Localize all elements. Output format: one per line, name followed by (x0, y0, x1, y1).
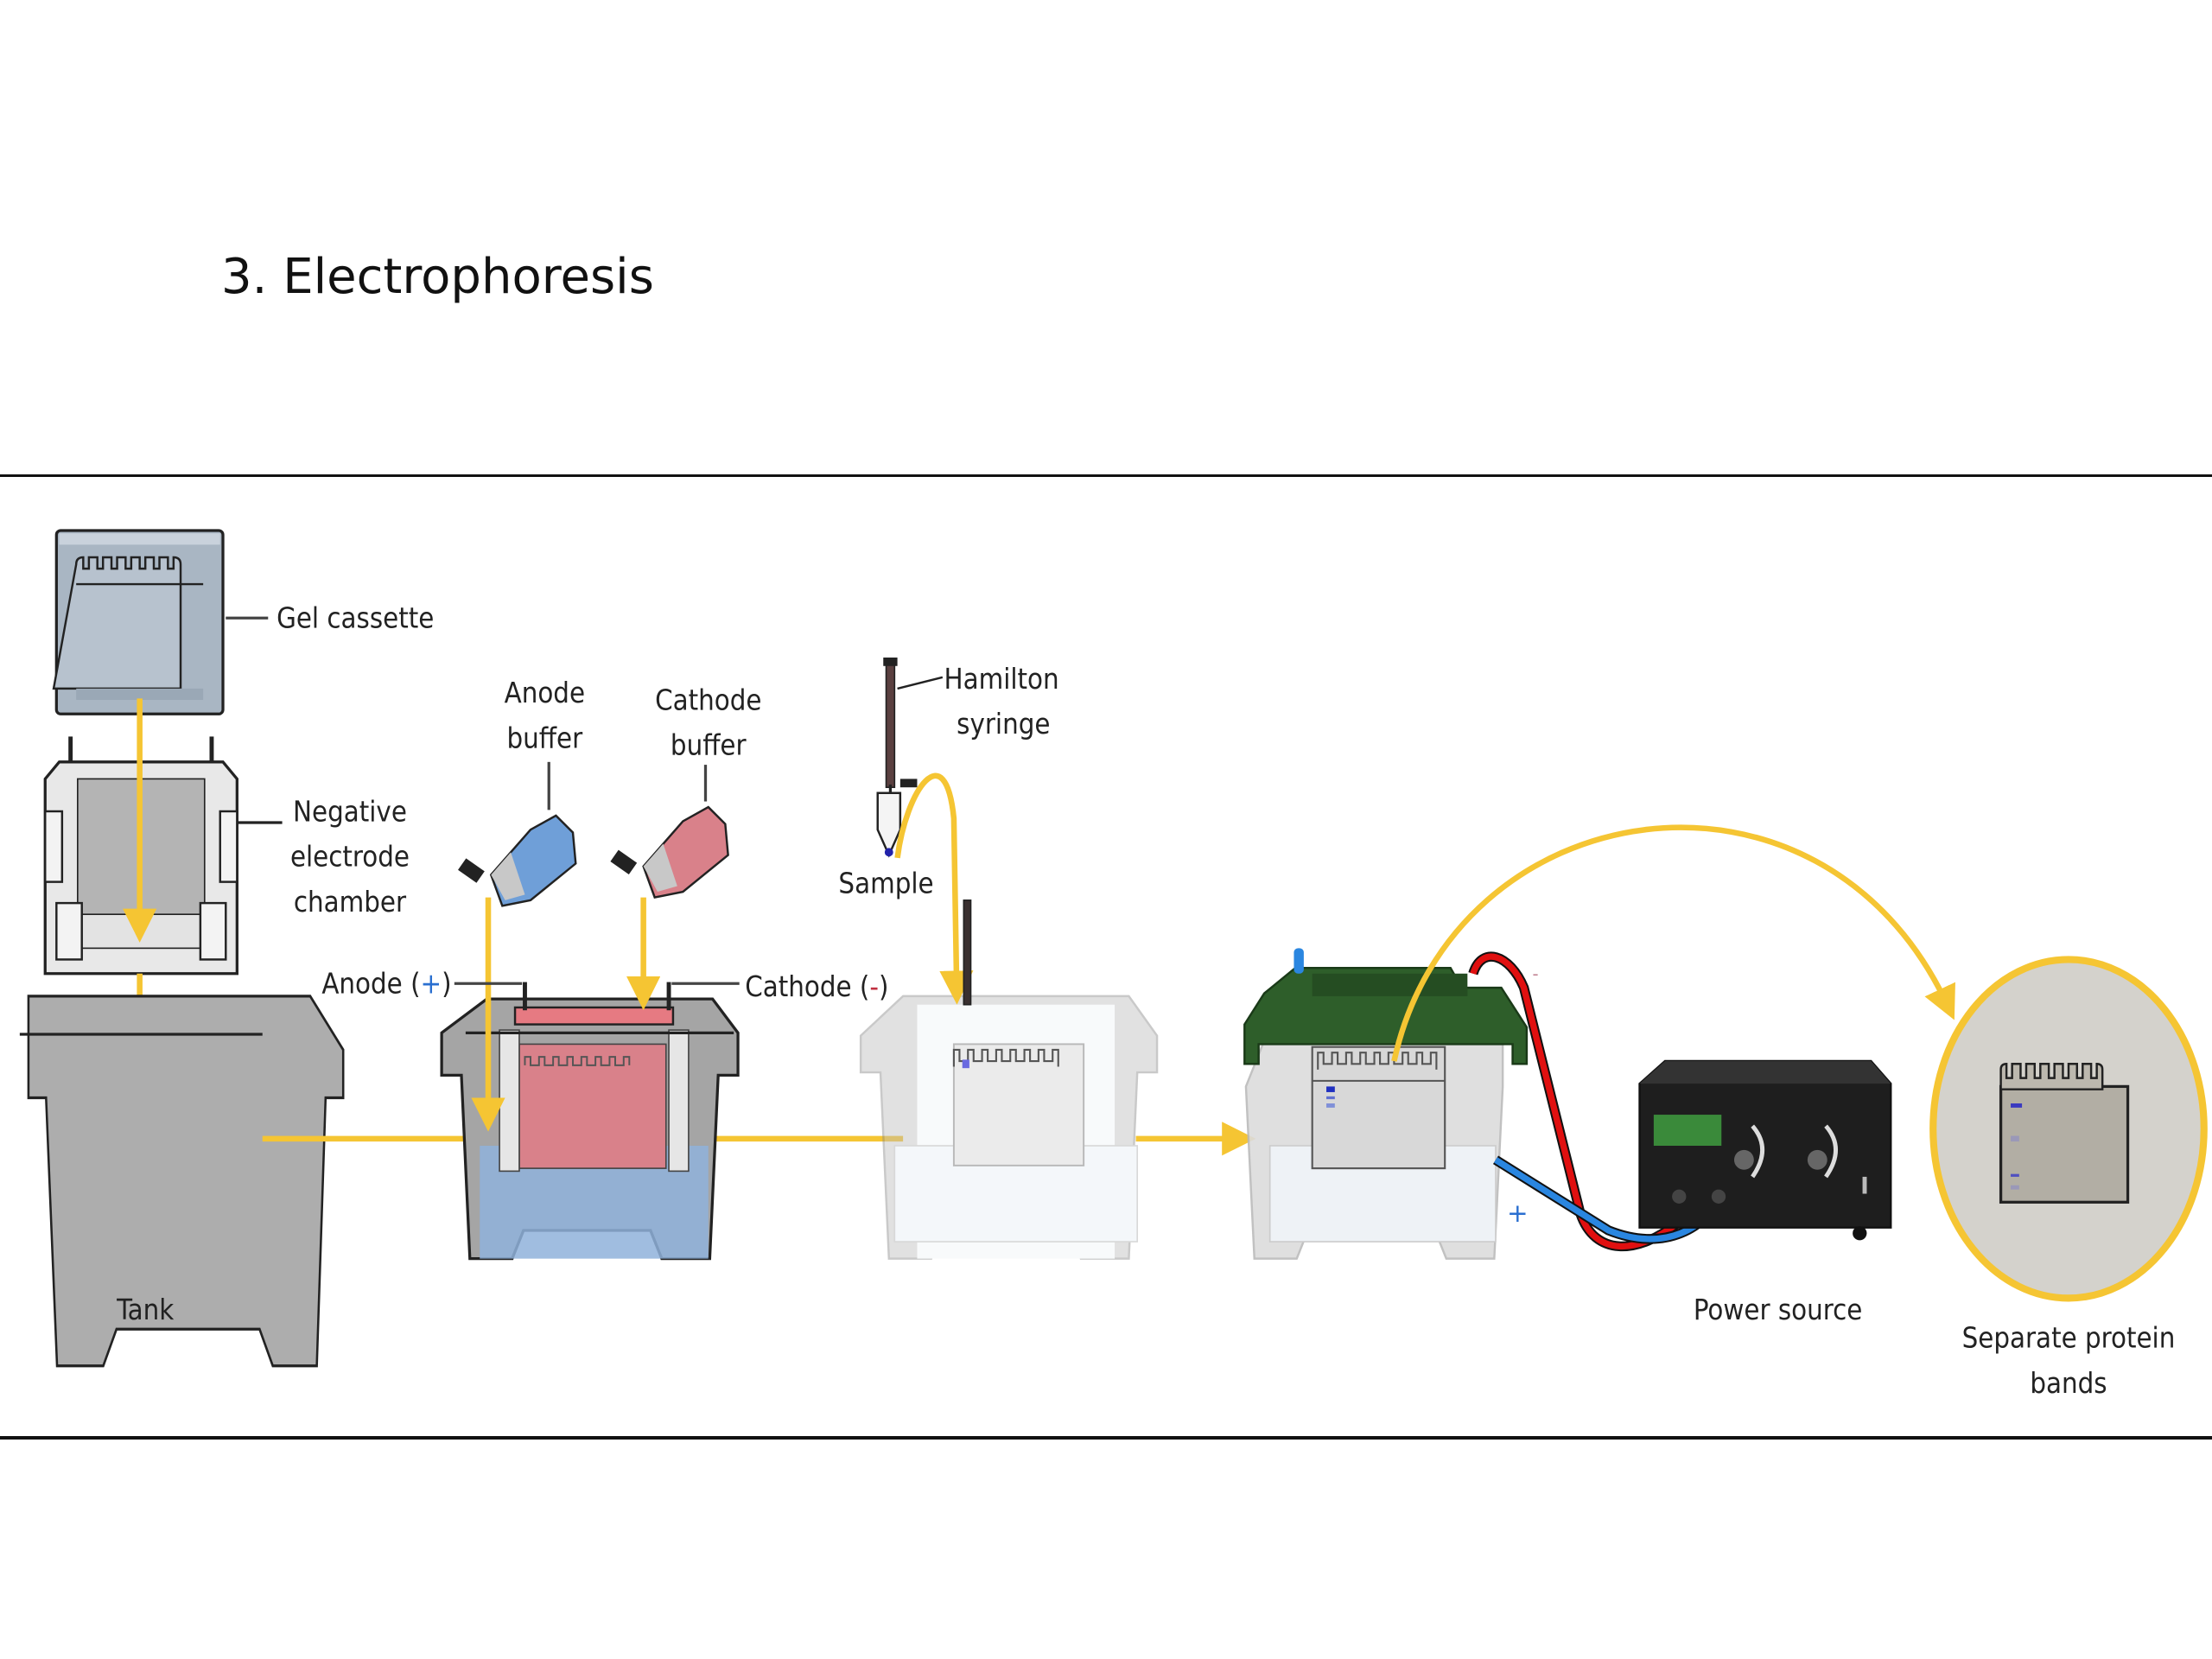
label-tank: Tank (116, 1294, 174, 1326)
knob-current (1807, 1149, 1827, 1170)
bottom-divider (0, 1436, 2212, 1440)
cathode-buffer-bottle (610, 805, 729, 899)
label-anode: Anode (+) (321, 968, 451, 1001)
green-lid (1243, 948, 1529, 1065)
label-cathode-buffer-line2: buffer (671, 729, 747, 762)
label-negative-line3: chamber (294, 886, 407, 918)
result-gel-zoom (1929, 956, 2208, 1302)
loading-tank (859, 995, 1159, 1260)
arrow-gel-to-result (1391, 824, 1955, 1062)
loaded-sample-dot (962, 1059, 969, 1069)
label-cathode: Cathode (-) (745, 970, 888, 1003)
running-plus-sign: + (1507, 1198, 1529, 1228)
buffer-tank (440, 982, 740, 1261)
protein-band (2011, 1103, 2023, 1108)
anode-buffer-bottle (458, 814, 577, 907)
power-source (1638, 1059, 1892, 1241)
top-divider (0, 474, 2212, 477)
label-negative-line2: electrode (290, 841, 410, 874)
running-minus-sign: - (1532, 963, 1538, 983)
gel-cassette (52, 529, 225, 715)
running-tank (1244, 1043, 1504, 1260)
label-bands-line2: bands (2030, 1367, 2107, 1400)
loading-syringe (963, 899, 972, 1006)
protein-band (2011, 1185, 2019, 1190)
power-display (1653, 1115, 1722, 1146)
slide-title: 3. Electrophoresis (221, 249, 654, 305)
protein-band (2011, 1173, 2019, 1177)
label-cathode-buffer-line1: Cathode (655, 683, 761, 716)
hamilton-syringe (883, 657, 898, 802)
label-hamilton-line2: syringe (957, 708, 1050, 741)
label-gel-cassette: Gel cassette (276, 602, 434, 635)
label-sample: Sample (838, 868, 933, 900)
sample-tube (876, 779, 918, 858)
label-anode-buffer-line2: buffer (507, 721, 584, 754)
tank (19, 995, 345, 1368)
label-power-source: Power source (1694, 1294, 1863, 1326)
loading-gel-wells (952, 1048, 1059, 1067)
arrow-sample-to-well (894, 772, 974, 1005)
knob-voltage (1733, 1149, 1754, 1170)
label-anode-buffer-line1: Anode (505, 677, 585, 709)
hamilton-leader (897, 676, 944, 690)
label-bands-line1: Separate protein (1962, 1322, 2176, 1355)
label-hamilton-line1: Hamilton (944, 663, 1058, 696)
protein-band (2011, 1135, 2019, 1142)
label-negative-line1: Negative (293, 795, 407, 828)
